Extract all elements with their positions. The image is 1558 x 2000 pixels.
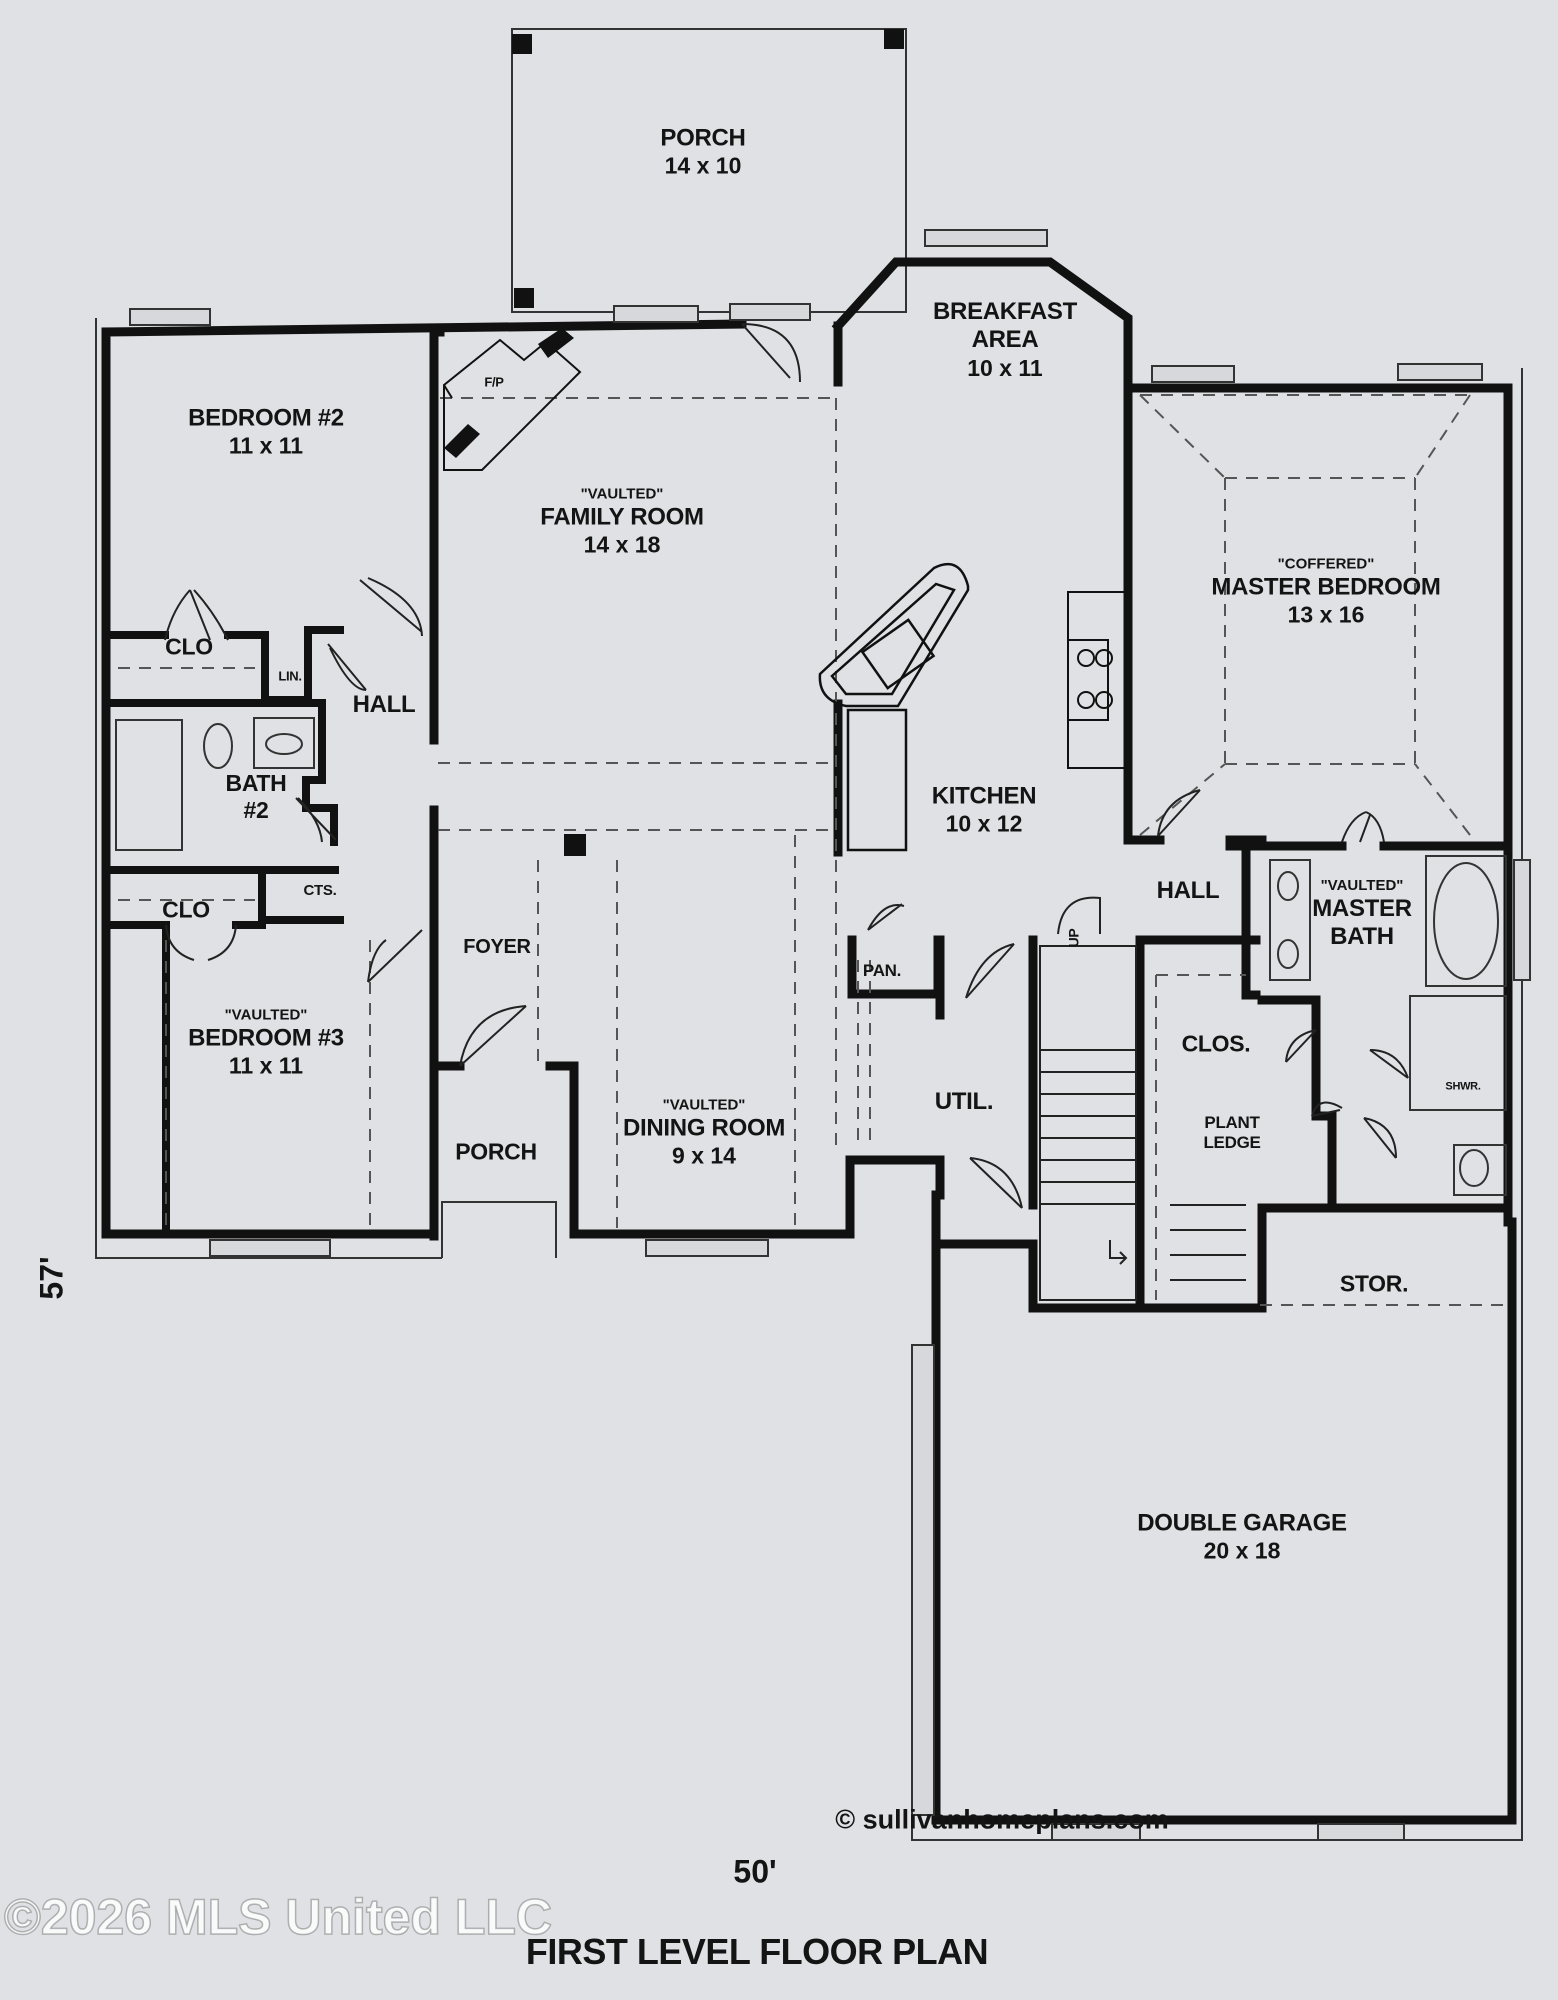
room-dims: 20 x 18 <box>1203 1537 1281 1564</box>
interior-walls <box>106 626 344 1238</box>
room-name: PORCH <box>660 124 746 152</box>
overall-width: 50' <box>733 1853 777 1890</box>
label-counters: CTS. <box>303 882 337 900</box>
room-qualifier: "VAULTED" <box>224 1006 308 1024</box>
room-dims: 9 x 14 <box>672 1142 736 1169</box>
label-bath2: BATH #2 <box>225 769 287 823</box>
room-label-master-bedroom: "COFFERED" MASTER BEDROOM 13 x 16 <box>1211 555 1440 628</box>
label-linen: LIN. <box>278 668 302 684</box>
room-qualifier: "VAULTED" <box>662 1096 746 1114</box>
label-shower: SHWR. <box>1445 1080 1481 1093</box>
room-dims: 14 x 18 <box>583 531 661 558</box>
range <box>1067 591 1129 769</box>
label-hall-left: HALL <box>352 690 416 718</box>
room-label-breakfast: BREAKFAST AREA 10 x 11 <box>933 298 1077 382</box>
plan-credit: © sullivanhomeplans.com <box>835 1804 1169 1835</box>
room-label-rear-porch: PORCH 14 x 10 <box>660 124 745 179</box>
room-dims: 11 x 11 <box>228 432 304 459</box>
room-label-master-bath: "VAULTED" MASTER BATH <box>1312 877 1412 951</box>
room-name: DOUBLE GARAGE <box>1137 1509 1347 1537</box>
room-name: BREAKFAST AREA <box>933 298 1077 354</box>
room-name: BEDROOM #3 <box>188 1024 344 1052</box>
label-utility: UTIL. <box>934 1087 994 1115</box>
label-storage: STOR. <box>1339 1270 1409 1297</box>
room-label-bedroom2: BEDROOM #2 11 x 11 <box>188 404 344 459</box>
room-name: BEDROOM #2 <box>188 404 344 432</box>
label-closet-top: CLO <box>165 633 213 660</box>
bath2-fixtures <box>115 717 315 851</box>
windows <box>129 229 1531 1841</box>
rear-porch <box>511 28 907 313</box>
room-label-family: "VAULTED" FAMILY ROOM 14 x 18 <box>540 485 704 558</box>
fireplace-hearth <box>444 328 574 458</box>
label-hall-right: HALL <box>1156 876 1220 904</box>
label-front-porch: PORCH <box>455 1138 537 1165</box>
label-foyer: FOYER <box>463 936 531 959</box>
kitchen-island <box>818 563 970 852</box>
room-name: KITCHEN <box>931 782 1037 810</box>
label-stairs-up: UP <box>1065 928 1082 948</box>
label-closet-right: CLOS. <box>1181 1030 1251 1057</box>
porch-posts <box>512 29 904 308</box>
stairs <box>1039 945 1246 1301</box>
room-dims: 10 x 12 <box>945 810 1023 837</box>
room-name: MASTER BATH <box>1312 894 1412 950</box>
room-dims: 13 x 16 <box>1287 601 1365 628</box>
room-qualifier: "COFFERED" <box>1277 555 1375 573</box>
room-name: DINING ROOM <box>622 1114 786 1142</box>
room-name: MASTER BEDROOM <box>1211 573 1441 601</box>
label-plant-ledge: PLANT LEDGE <box>1203 1112 1261 1152</box>
room-dims: 11 x 11 <box>228 1052 304 1079</box>
door-swings <box>164 323 1409 1209</box>
fireplace <box>443 338 582 471</box>
room-label-kitchen: KITCHEN 10 x 12 <box>932 782 1037 837</box>
room-label-garage: DOUBLE GARAGE 20 x 18 <box>1137 1509 1347 1564</box>
room-label-bedroom3: "VAULTED" BEDROOM #3 11 x 11 <box>188 1006 344 1079</box>
label-pantry: PAN. <box>862 960 902 980</box>
watermark: ©2026 MLS United LLC <box>3 1888 553 1946</box>
room-name: FAMILY ROOM <box>540 503 704 531</box>
room-dims: 10 x 11 <box>967 354 1043 381</box>
column <box>564 834 586 856</box>
room-dims: 14 x 10 <box>664 152 742 179</box>
dashed-lines <box>118 394 1505 1306</box>
label-closet-bottom: CLO <box>162 896 210 923</box>
plan-title: FIRST LEVEL FLOOR PLAN <box>525 1931 989 1972</box>
label-fireplace: F/P <box>484 374 504 390</box>
room-label-dining: "VAULTED" DINING ROOM 9 x 14 <box>623 1096 785 1169</box>
room-qualifier: "VAULTED" <box>1320 876 1404 894</box>
master-bath-fixtures <box>1269 855 1507 1196</box>
overall-depth: 57' <box>33 1256 70 1300</box>
room-qualifier: "VAULTED" <box>580 485 664 503</box>
